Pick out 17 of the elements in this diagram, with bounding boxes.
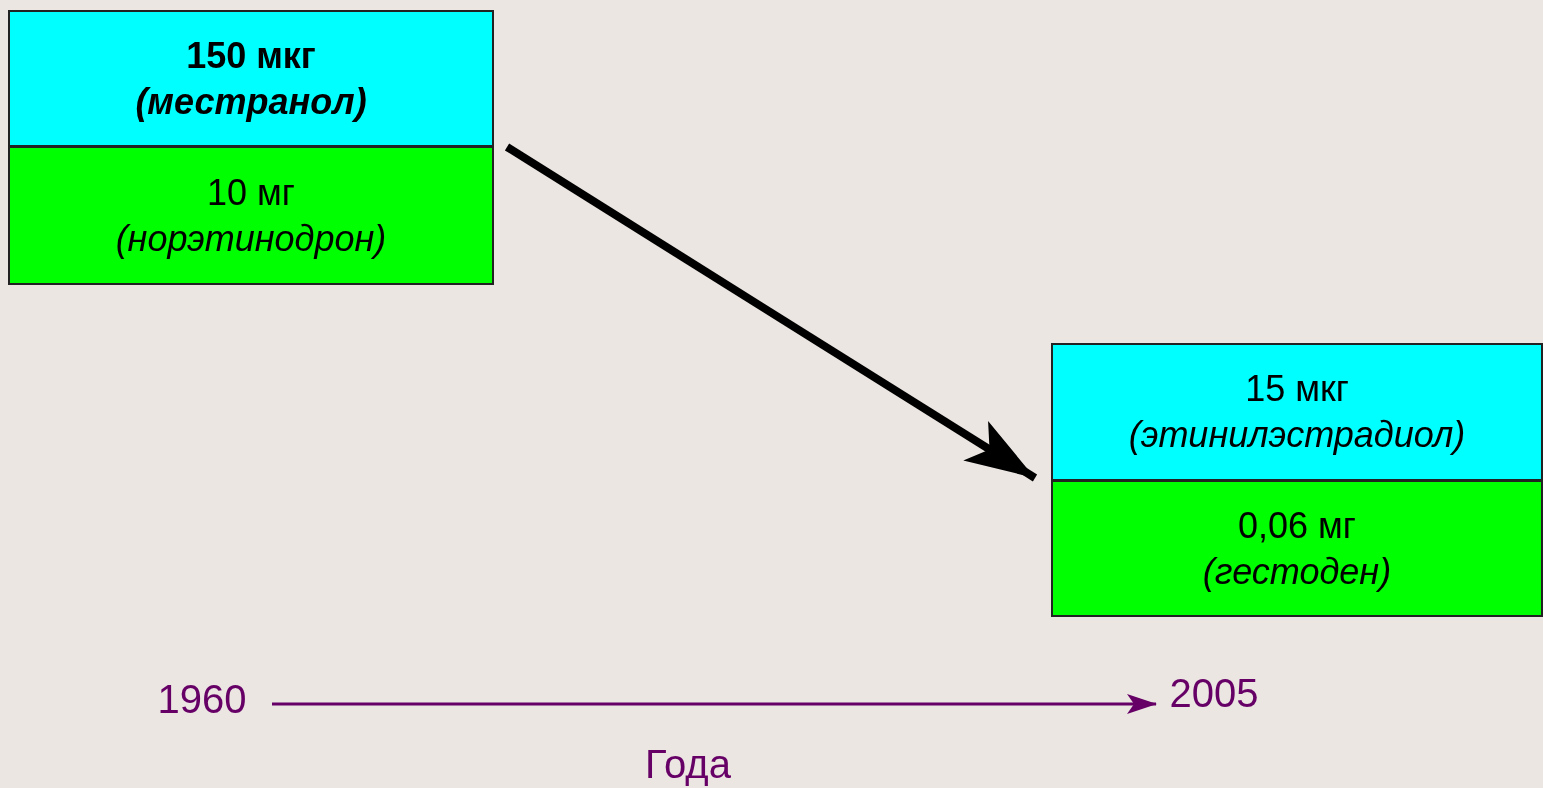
axis-title: Года xyxy=(645,742,731,787)
dose-box xyxy=(8,10,494,147)
dose-text: 150 мкг xyxy=(186,33,316,78)
substance-name: (гестоден) xyxy=(1202,549,1392,594)
substance-name: (местранол) xyxy=(135,79,367,124)
year-label: 2005 xyxy=(1169,670,1259,716)
dose-text: 0,06 мг xyxy=(1238,503,1356,548)
dose-box xyxy=(8,146,494,285)
dose-box xyxy=(1051,480,1543,617)
year-label: 1960 xyxy=(157,676,247,722)
dose-box xyxy=(1051,343,1543,481)
substance-name: (этинилэстрадиол) xyxy=(1128,413,1466,457)
dose-text: 15 мкг xyxy=(1245,367,1349,411)
arrow xyxy=(504,143,1038,482)
substance-name: (норэтинодрон) xyxy=(115,216,387,261)
dose-text: 10 мг xyxy=(207,170,295,215)
arrow xyxy=(272,694,1157,714)
